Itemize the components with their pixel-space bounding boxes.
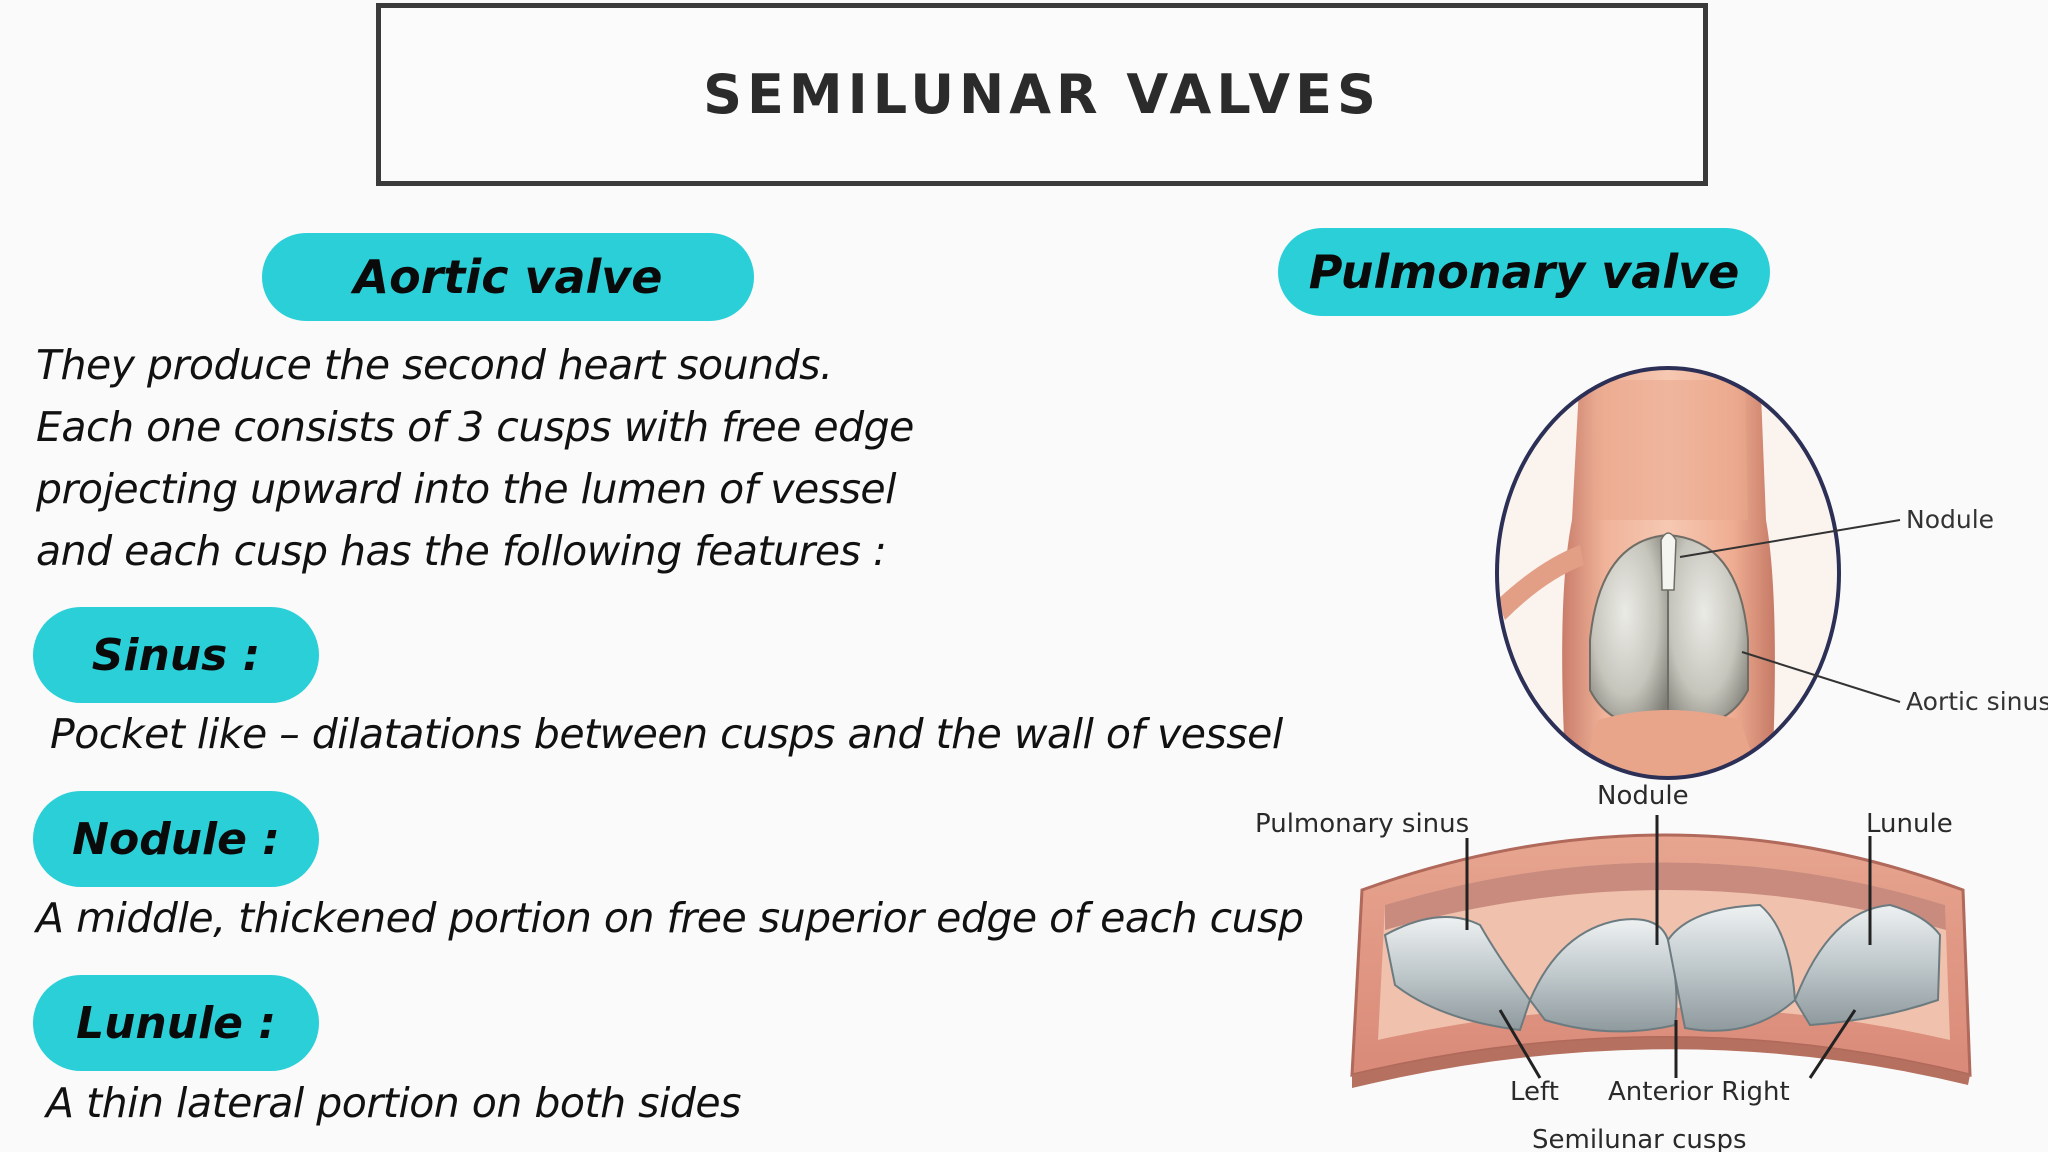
anterior-right-label: Anterior Right bbox=[1608, 1077, 1790, 1107]
sinus-heading: Sinus : bbox=[33, 607, 319, 703]
intro-paragraph: They produce the second heart sounds. Ea… bbox=[36, 334, 914, 582]
nodule-description: A middle, thickened portion on free supe… bbox=[36, 894, 1304, 942]
left-cusp-label: Left bbox=[1510, 1077, 1559, 1107]
lunule-heading: Lunule : bbox=[33, 975, 319, 1071]
semilunar-cusps-caption: Semilunar cusps bbox=[1532, 1125, 1747, 1152]
aortic-sinus-label: Aortic sinus bbox=[1906, 687, 2048, 716]
slide-title: SEMILUNAR VALVES bbox=[703, 63, 1381, 126]
lunule-description: A thin lateral portion on both sides bbox=[46, 1079, 741, 1127]
valve-illustration: Nodule Aortic sinus Pulmonary sinus Nodu… bbox=[1245, 355, 2048, 1152]
intro-line: Each one consists of 3 cusps with free e… bbox=[36, 403, 914, 451]
pulmonary-valve-heading: Pulmonary valve bbox=[1278, 228, 1770, 316]
pulmonary-valve-section: Pulmonary sinus Nodule Lunule Left Anter… bbox=[1255, 781, 1972, 1152]
intro-line: They produce the second heart sounds. bbox=[36, 341, 833, 389]
intro-line: and each cusp has the following features… bbox=[36, 527, 887, 575]
intro-line: projecting upward into the lumen of vess… bbox=[36, 465, 897, 513]
nodule-heading: Nodule : bbox=[33, 791, 319, 887]
sinus-description: Pocket like – dilatations between cusps … bbox=[50, 710, 1283, 758]
lunule-label: Lunule bbox=[1866, 809, 1953, 839]
nodule-label-upper: Nodule bbox=[1906, 505, 1994, 534]
nodule-label-lower: Nodule bbox=[1597, 781, 1689, 811]
title-box: SEMILUNAR VALVES bbox=[376, 3, 1708, 186]
aortic-valve-detail: Nodule Aortic sinus bbox=[1495, 366, 2048, 780]
aortic-valve-heading: Aortic valve bbox=[262, 233, 754, 321]
pulmonary-sinus-label: Pulmonary sinus bbox=[1255, 809, 1469, 839]
